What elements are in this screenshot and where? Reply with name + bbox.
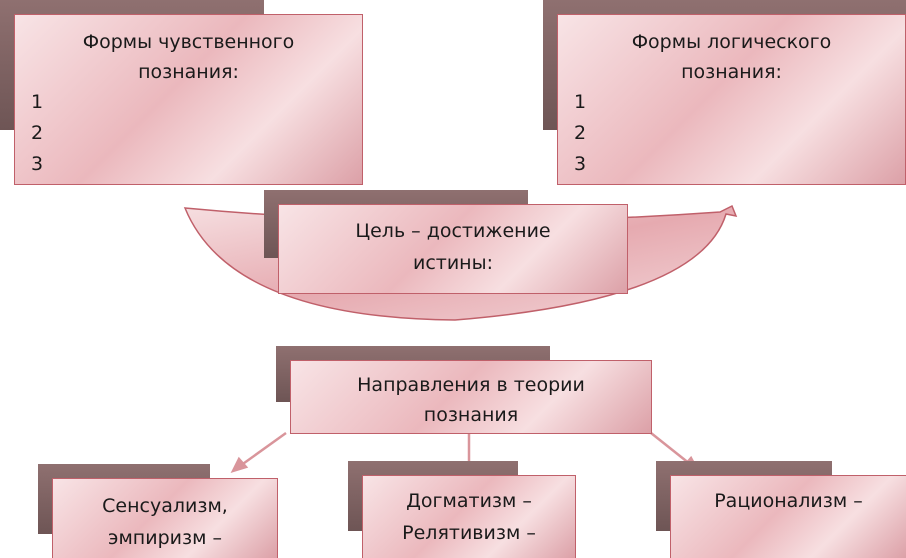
logical-forms-item-1: 1 bbox=[574, 91, 587, 113]
directions-line2: познания bbox=[423, 404, 519, 426]
logical-forms-item-2: 2 bbox=[574, 122, 587, 144]
sensory-forms-box: Формы чувственного познания: 1 2 3 bbox=[14, 14, 363, 185]
sensory-forms-item-1: 1 bbox=[31, 91, 44, 113]
dogmatism-line2: Релятивизм – bbox=[402, 522, 536, 544]
sensualism-box: Сенсуализм, эмпиризм – bbox=[52, 478, 278, 558]
sensualism-line1: Сенсуализм, bbox=[102, 495, 228, 517]
dogmatism-line1: Догматизм – bbox=[406, 490, 532, 512]
logical-forms-title-line2: познания: bbox=[681, 61, 782, 83]
goal-line2: истины: bbox=[412, 252, 494, 274]
sensualism-line2: эмпиризм – bbox=[108, 527, 222, 549]
goal-line1: Цель – достижение bbox=[355, 220, 551, 242]
arrow-line-right bbox=[650, 432, 691, 465]
sensory-forms-title-line2: познания: bbox=[138, 61, 239, 83]
directions-line1: Направления в теории bbox=[357, 374, 585, 396]
logical-forms-box: Формы логического познания: 1 2 3 bbox=[557, 14, 906, 185]
logical-forms-title-line1: Формы логического bbox=[631, 31, 832, 53]
rationalism-line1: Рационализм – bbox=[714, 490, 863, 512]
sensory-forms-item-3: 3 bbox=[31, 153, 44, 175]
dogmatism-box: Догматизм – Релятивизм – bbox=[362, 475, 576, 558]
goal-box: Цель – достижение истины: bbox=[278, 204, 628, 294]
sensory-forms-title-line1: Формы чувственного bbox=[82, 31, 295, 53]
arrow-head-left bbox=[230, 456, 249, 474]
arrow-line-left bbox=[239, 431, 287, 468]
sensory-forms-item-2: 2 bbox=[31, 122, 44, 144]
logical-forms-item-3: 3 bbox=[574, 153, 587, 175]
directions-box: Направления в теории познания bbox=[290, 360, 652, 434]
rationalism-box: Рационализм – bbox=[670, 475, 906, 558]
